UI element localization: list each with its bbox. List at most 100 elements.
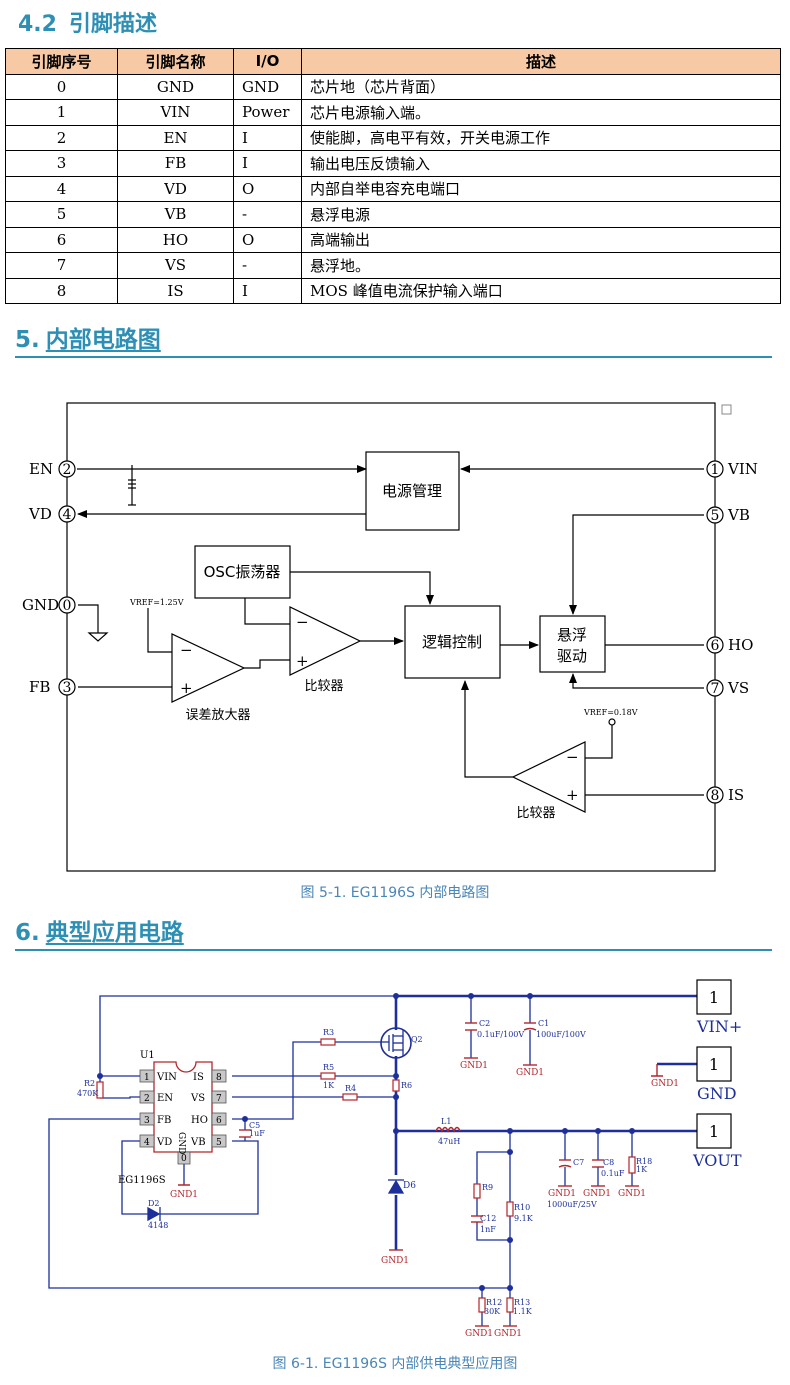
pin-label-en: EN (29, 460, 53, 478)
c8-value: 0.1uF (601, 1169, 625, 1178)
section-number: 5. (15, 327, 40, 353)
cell-description: 输出电压反馈输入 (301, 150, 781, 177)
c1-ref: C1 (538, 1019, 549, 1028)
header-pin-number: 引脚序号 (5, 48, 118, 75)
resistor-r10 (506, 1201, 514, 1217)
section-number: 4.2 (18, 12, 57, 37)
c8-ref: C8 (603, 1158, 614, 1167)
section-6-heading: 6.典型应用电路 (15, 913, 772, 951)
connector-vout (696, 1113, 732, 1149)
cell-pin-number: 6 (5, 226, 118, 253)
connector-vin-label: VIN+ (696, 1017, 742, 1036)
cell-pin-number: 5 (5, 201, 118, 228)
comp1-plus: + (296, 652, 309, 670)
application-circuit-diagram: 1 1 1 VIN+ GND VOUT U1 1 2 3 4 8 7 6 5 V… (48, 979, 742, 1339)
cell-description: 内部自举电容充电端口 (301, 175, 781, 202)
gnd-label-r13: GND1 (494, 1329, 522, 1339)
resistor-r5 (320, 1072, 336, 1080)
logic-control-label: 逻辑控制 (422, 633, 482, 651)
ic-pin5-num: 5 (216, 1138, 222, 1148)
ic-pin1-name: VIN (156, 1072, 177, 1083)
comp2-minus: − (566, 748, 579, 766)
gnd-label-connector: GND1 (651, 1079, 679, 1089)
r9-ref: R9 (482, 1183, 493, 1192)
cell-pin-name: VIN (117, 99, 234, 126)
ic-pin0-name: GND (176, 1132, 186, 1154)
c12-value: 1nF (480, 1225, 496, 1234)
pin-label-vs: VS (727, 679, 749, 697)
pin-num-ho: 6 (711, 638, 720, 654)
chip-outline (66, 402, 716, 872)
l1-value: 47uH (438, 1137, 460, 1146)
section-number: 6. (15, 920, 40, 946)
cell-description: 芯片地（芯片背面） (301, 73, 781, 100)
cell-pin-name: HO (117, 226, 234, 253)
vref-2-label: VREF=0.18V (583, 708, 638, 717)
pin-num-fb: 3 (63, 680, 72, 696)
pin-num-vin: 1 (711, 462, 720, 478)
r5-ref: R5 (323, 1063, 334, 1072)
header-description: 描述 (301, 48, 781, 75)
power-management-block (365, 451, 460, 531)
cell-io: O (233, 226, 302, 253)
resistor-r2 (96, 1081, 104, 1099)
pin-num-vs: 7 (711, 681, 720, 697)
pin-num-vd: 4 (63, 507, 72, 523)
table-header-row: 引脚序号 引脚名称 I/O 描述 (5, 48, 781, 75)
ic-pin7-num: 7 (216, 1094, 222, 1104)
gnd-label-c7: GND1 (548, 1189, 576, 1199)
pin-label-vb: VB (727, 506, 750, 524)
pin-label-is: IS (728, 786, 744, 804)
c7-value: 1000uF/25V (547, 1200, 597, 1209)
ic-pin6-name: HO (191, 1115, 208, 1126)
cell-pin-number: 7 (5, 252, 118, 279)
comparator-2-label: 比较器 (516, 806, 555, 821)
cell-pin-number: 8 (5, 277, 118, 304)
error-amp-minus: − (180, 641, 193, 659)
section-5-heading: 5.内部电路图 (15, 320, 772, 358)
connector-gnd (696, 1046, 732, 1082)
comp2-plus: + (566, 786, 579, 804)
cell-pin-name: GND (117, 73, 234, 100)
c2-ref: C2 (479, 1019, 490, 1028)
r3-ref: R3 (323, 1028, 334, 1037)
diode-d2 (147, 1206, 161, 1222)
pin-num-vb: 5 (711, 508, 720, 524)
gnd-label-r18: GND1 (618, 1189, 646, 1199)
r4-ref: R4 (345, 1084, 356, 1093)
error-amp-label: 误差放大器 (185, 708, 250, 723)
cell-pin-name: VB (117, 201, 234, 228)
pin-num-is: 8 (711, 788, 720, 804)
cell-pin-name: VD (117, 175, 234, 202)
logic-control-block (404, 605, 501, 679)
r5-value: 1K (323, 1081, 335, 1090)
cell-pin-number: 2 (5, 124, 118, 151)
resistor-r13 (506, 1297, 514, 1313)
pin-label-fb: FB (29, 678, 50, 696)
cell-description: 高端输出 (301, 226, 781, 253)
gnd-label-u1: GND1 (170, 1190, 198, 1200)
pin-label-vd: VD (28, 505, 52, 523)
ic-ref-label: U1 (140, 1050, 155, 1061)
internal-circuit-diagram: 2 4 0 3 1 5 6 7 8 EN VD GND FB VIN VB HO… (22, 402, 758, 872)
connector-gnd-label: GND (697, 1084, 737, 1103)
cell-pin-number: 3 (5, 150, 118, 177)
d6-ref: D6 (403, 1181, 416, 1191)
section-title: 典型应用电路 (45, 920, 184, 946)
pin-num-en: 2 (63, 462, 72, 478)
section-title: 内部电路图 (45, 327, 161, 353)
comparator-1 (289, 606, 362, 676)
ic-pin8-num: 8 (216, 1073, 222, 1083)
diode-d6 (387, 1179, 405, 1194)
cell-io: I (233, 124, 302, 151)
cell-pin-number: 4 (5, 175, 118, 202)
resistor-r6 (392, 1079, 400, 1092)
cell-pin-name: VS (117, 252, 234, 279)
ic-pin4-name: VD (156, 1137, 172, 1148)
r18-value: 1K (636, 1165, 648, 1174)
ic-pin2-num: 2 (144, 1094, 150, 1104)
